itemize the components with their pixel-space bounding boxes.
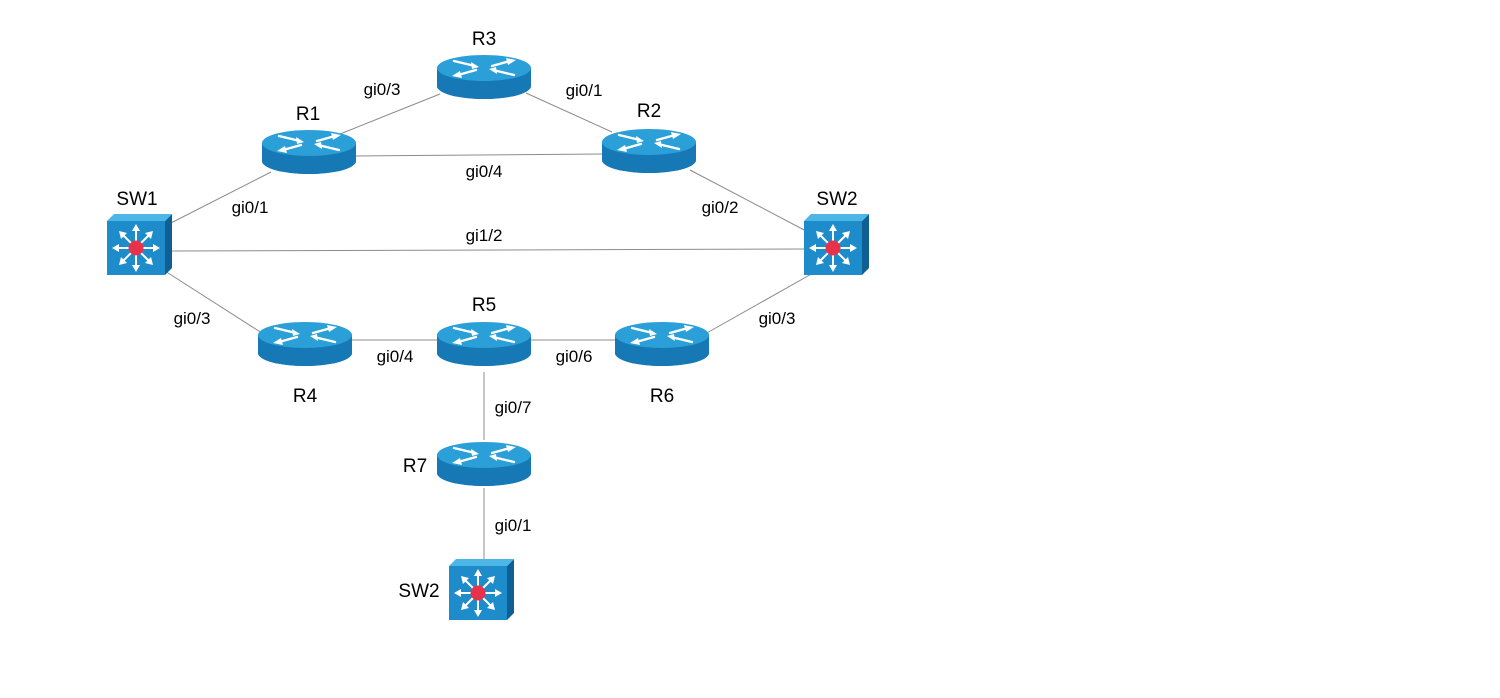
device-label: R2 [637, 101, 661, 122]
interface-label: gi0/7 [495, 398, 532, 417]
interface-label: gi0/1 [495, 516, 532, 535]
interface-label: gi0/6 [556, 347, 593, 366]
router-r7[interactable]: R7 [403, 440, 533, 488]
links-layer [164, 92, 816, 562]
router-icon [435, 53, 533, 101]
device-label: R5 [472, 295, 496, 316]
router-r2[interactable]: R2 [600, 101, 698, 175]
link-r6-sw2 [704, 271, 816, 335]
device-label: SW2 [398, 581, 439, 602]
router-icon [600, 127, 698, 175]
interface-labels: gi0/3 gi0/1 gi0/4 gi0/1 gi0/2 gi1/2 gi0/… [174, 80, 796, 535]
link-sw1-sw2 [171, 248, 809, 252]
router-r6[interactable]: R6 [613, 320, 711, 407]
link-r1-r2 [354, 153, 605, 157]
device-label: SW2 [816, 189, 857, 210]
multilayer-switch-icon [803, 213, 870, 276]
router-r1[interactable]: R1 [260, 104, 358, 176]
router-icon [613, 320, 711, 368]
interface-label: gi0/2 [702, 198, 739, 217]
device-label: R7 [403, 456, 427, 477]
link-r1-r3 [339, 93, 441, 135]
multilayer-switch-icon [448, 558, 515, 621]
multilayer-switch-icon [106, 213, 173, 276]
interface-label: gi0/1 [566, 81, 603, 100]
router-r5[interactable]: R5 [435, 295, 533, 368]
device-label: R6 [650, 386, 674, 407]
switch-sw2-bottom[interactable]: SW2 [398, 558, 515, 621]
interface-label: gi0/4 [377, 347, 414, 366]
router-icon [260, 128, 358, 176]
switch-sw2[interactable]: SW2 [803, 189, 870, 276]
router-icon [435, 440, 533, 488]
device-label: R1 [296, 104, 320, 125]
router-r4[interactable]: R4 [256, 320, 354, 407]
link-r3-r2 [525, 92, 613, 133]
device-label: R4 [293, 386, 318, 407]
router-icon [435, 320, 533, 368]
switch-sw1[interactable]: SW1 [106, 189, 173, 276]
interface-label: gi1/2 [466, 226, 503, 245]
router-icon [256, 320, 354, 368]
interface-label: gi0/3 [759, 309, 796, 328]
device-label: R3 [472, 29, 496, 50]
link-sw1-r1 [164, 171, 272, 227]
link-sw1-r4 [164, 270, 266, 336]
interface-label: gi0/3 [174, 309, 211, 328]
router-r3[interactable]: R3 [435, 29, 533, 101]
link-r2-sw2 [689, 169, 809, 233]
interface-label: gi0/4 [466, 162, 503, 181]
device-label: SW1 [116, 189, 157, 210]
interface-label: gi0/1 [232, 198, 269, 217]
interface-label: gi0/3 [364, 80, 401, 99]
